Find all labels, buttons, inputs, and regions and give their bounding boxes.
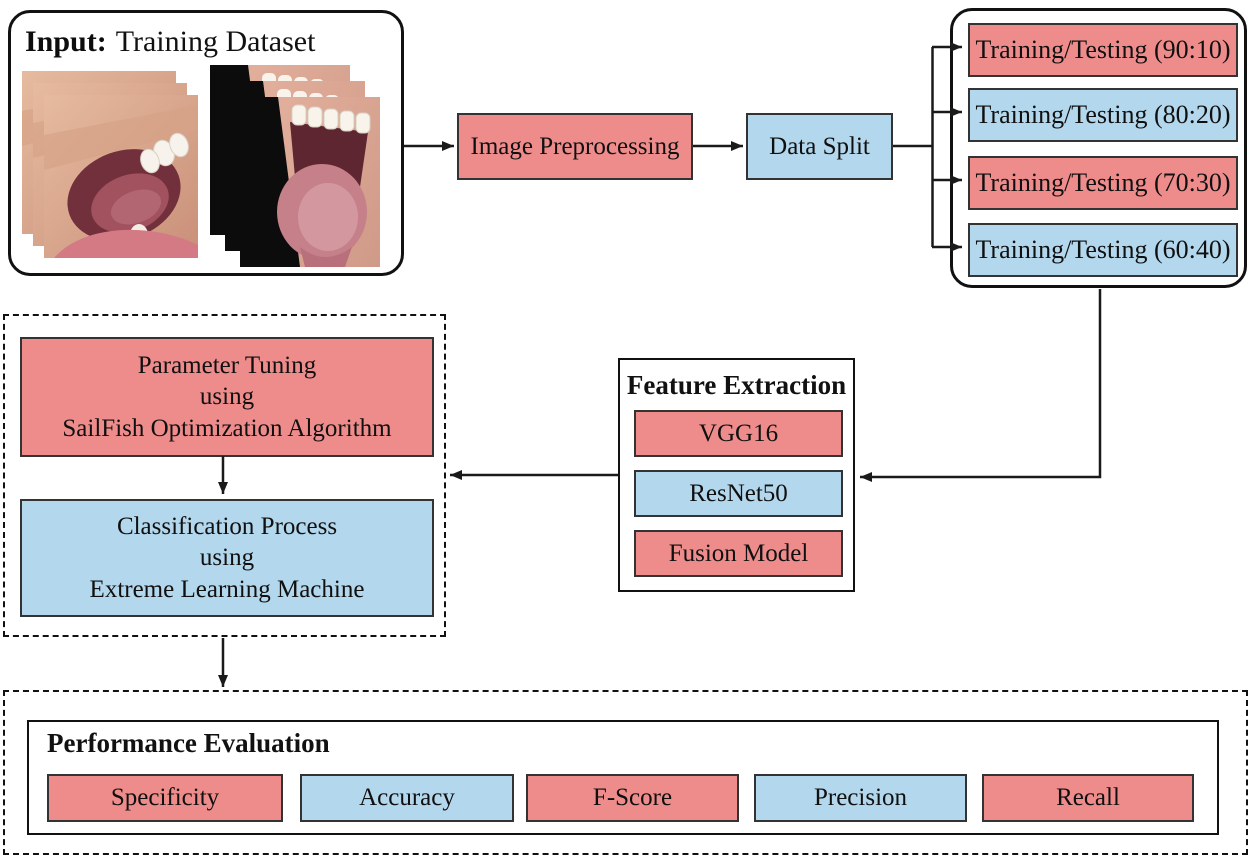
recall-label: Recall	[1056, 784, 1120, 812]
performance-evaluation-outer-panel: Performance Evaluation Specificity Accur…	[3, 690, 1248, 855]
f-score-label: F-Score	[592, 784, 673, 812]
precision-box: Precision	[754, 774, 967, 822]
arrow-splits-to-feature-extraction	[860, 289, 1102, 482]
classification-line: Classification Process	[116, 513, 338, 541]
split-ratio-label: Training/Testing (90:10)	[975, 34, 1231, 64]
split-ratio-label: Training/Testing (70:30)	[975, 167, 1231, 197]
vgg16-label: VGG16	[698, 419, 779, 447]
fusion-model-label: Fusion Model	[668, 539, 809, 567]
image-preprocessing-label: Image Preprocessing	[470, 132, 680, 160]
input-title-bold: Input:	[25, 25, 107, 58]
data-split-label: Data Split	[769, 132, 870, 160]
accuracy-box: Accuracy	[300, 774, 514, 822]
split-ratio-box-80-20: Training/Testing (80:20)	[968, 88, 1238, 142]
classification-line: Extreme Learning Machine	[89, 575, 365, 603]
recall-box: Recall	[982, 774, 1194, 822]
oral-image-stack-right	[210, 65, 382, 269]
input-training-dataset-panel: Input:Training Dataset	[8, 10, 404, 276]
input-title-rest: Training Dataset	[115, 25, 316, 58]
split-ratio-box-70-30: Training/Testing (70:30)	[968, 156, 1238, 210]
image-preprocessing-box: Image Preprocessing	[457, 113, 693, 180]
f-score-box: F-Score	[526, 774, 739, 822]
split-ratio-box-90-10: Training/Testing (90:10)	[968, 23, 1238, 77]
oral-photo	[44, 95, 198, 258]
specificity-label: Specificity	[110, 784, 220, 812]
data-split-box: Data Split	[746, 113, 893, 180]
feature-extraction-title: Feature Extraction	[626, 370, 847, 400]
performance-evaluation-title: Performance Evaluation	[47, 728, 330, 758]
classification-line: using	[199, 544, 255, 572]
fusion-model-box: Fusion Model	[634, 530, 843, 577]
optimization-classification-panel: Parameter Tuning using SailFish Optimiza…	[3, 314, 446, 637]
parameter-tuning-box: Parameter Tuning using SailFish Optimiza…	[20, 337, 434, 457]
parameter-tuning-line: Parameter Tuning	[137, 352, 317, 380]
classification-process-box: Classification Process using Extreme Lea…	[20, 499, 434, 617]
parameter-tuning-line: SailFish Optimization Algorithm	[62, 414, 392, 442]
precision-label: Precision	[813, 784, 908, 812]
resnet50-label: ResNet50	[689, 479, 788, 507]
resnet50-box: ResNet50	[634, 470, 843, 517]
performance-evaluation-panel: Performance Evaluation Specificity Accur…	[27, 720, 1219, 835]
train-test-splits-panel: Training/Testing (90:10) Training/Testin…	[950, 8, 1247, 288]
vgg16-box: VGG16	[634, 410, 843, 457]
input-title: Input:Training Dataset	[25, 25, 315, 59]
split-ratio-label: Training/Testing (60:40)	[975, 234, 1231, 264]
oral-image-stack-left	[22, 71, 200, 261]
accuracy-label: Accuracy	[359, 784, 455, 812]
oral-photo	[240, 97, 380, 267]
specificity-box: Specificity	[47, 774, 283, 822]
split-ratio-box-60-40: Training/Testing (60:40)	[968, 223, 1238, 277]
parameter-tuning-line: using	[199, 383, 255, 411]
feature-extraction-panel: Feature Extraction VGG16 ResNet50 Fusion…	[618, 358, 855, 592]
split-ratio-label: Training/Testing (80:20)	[975, 99, 1231, 129]
